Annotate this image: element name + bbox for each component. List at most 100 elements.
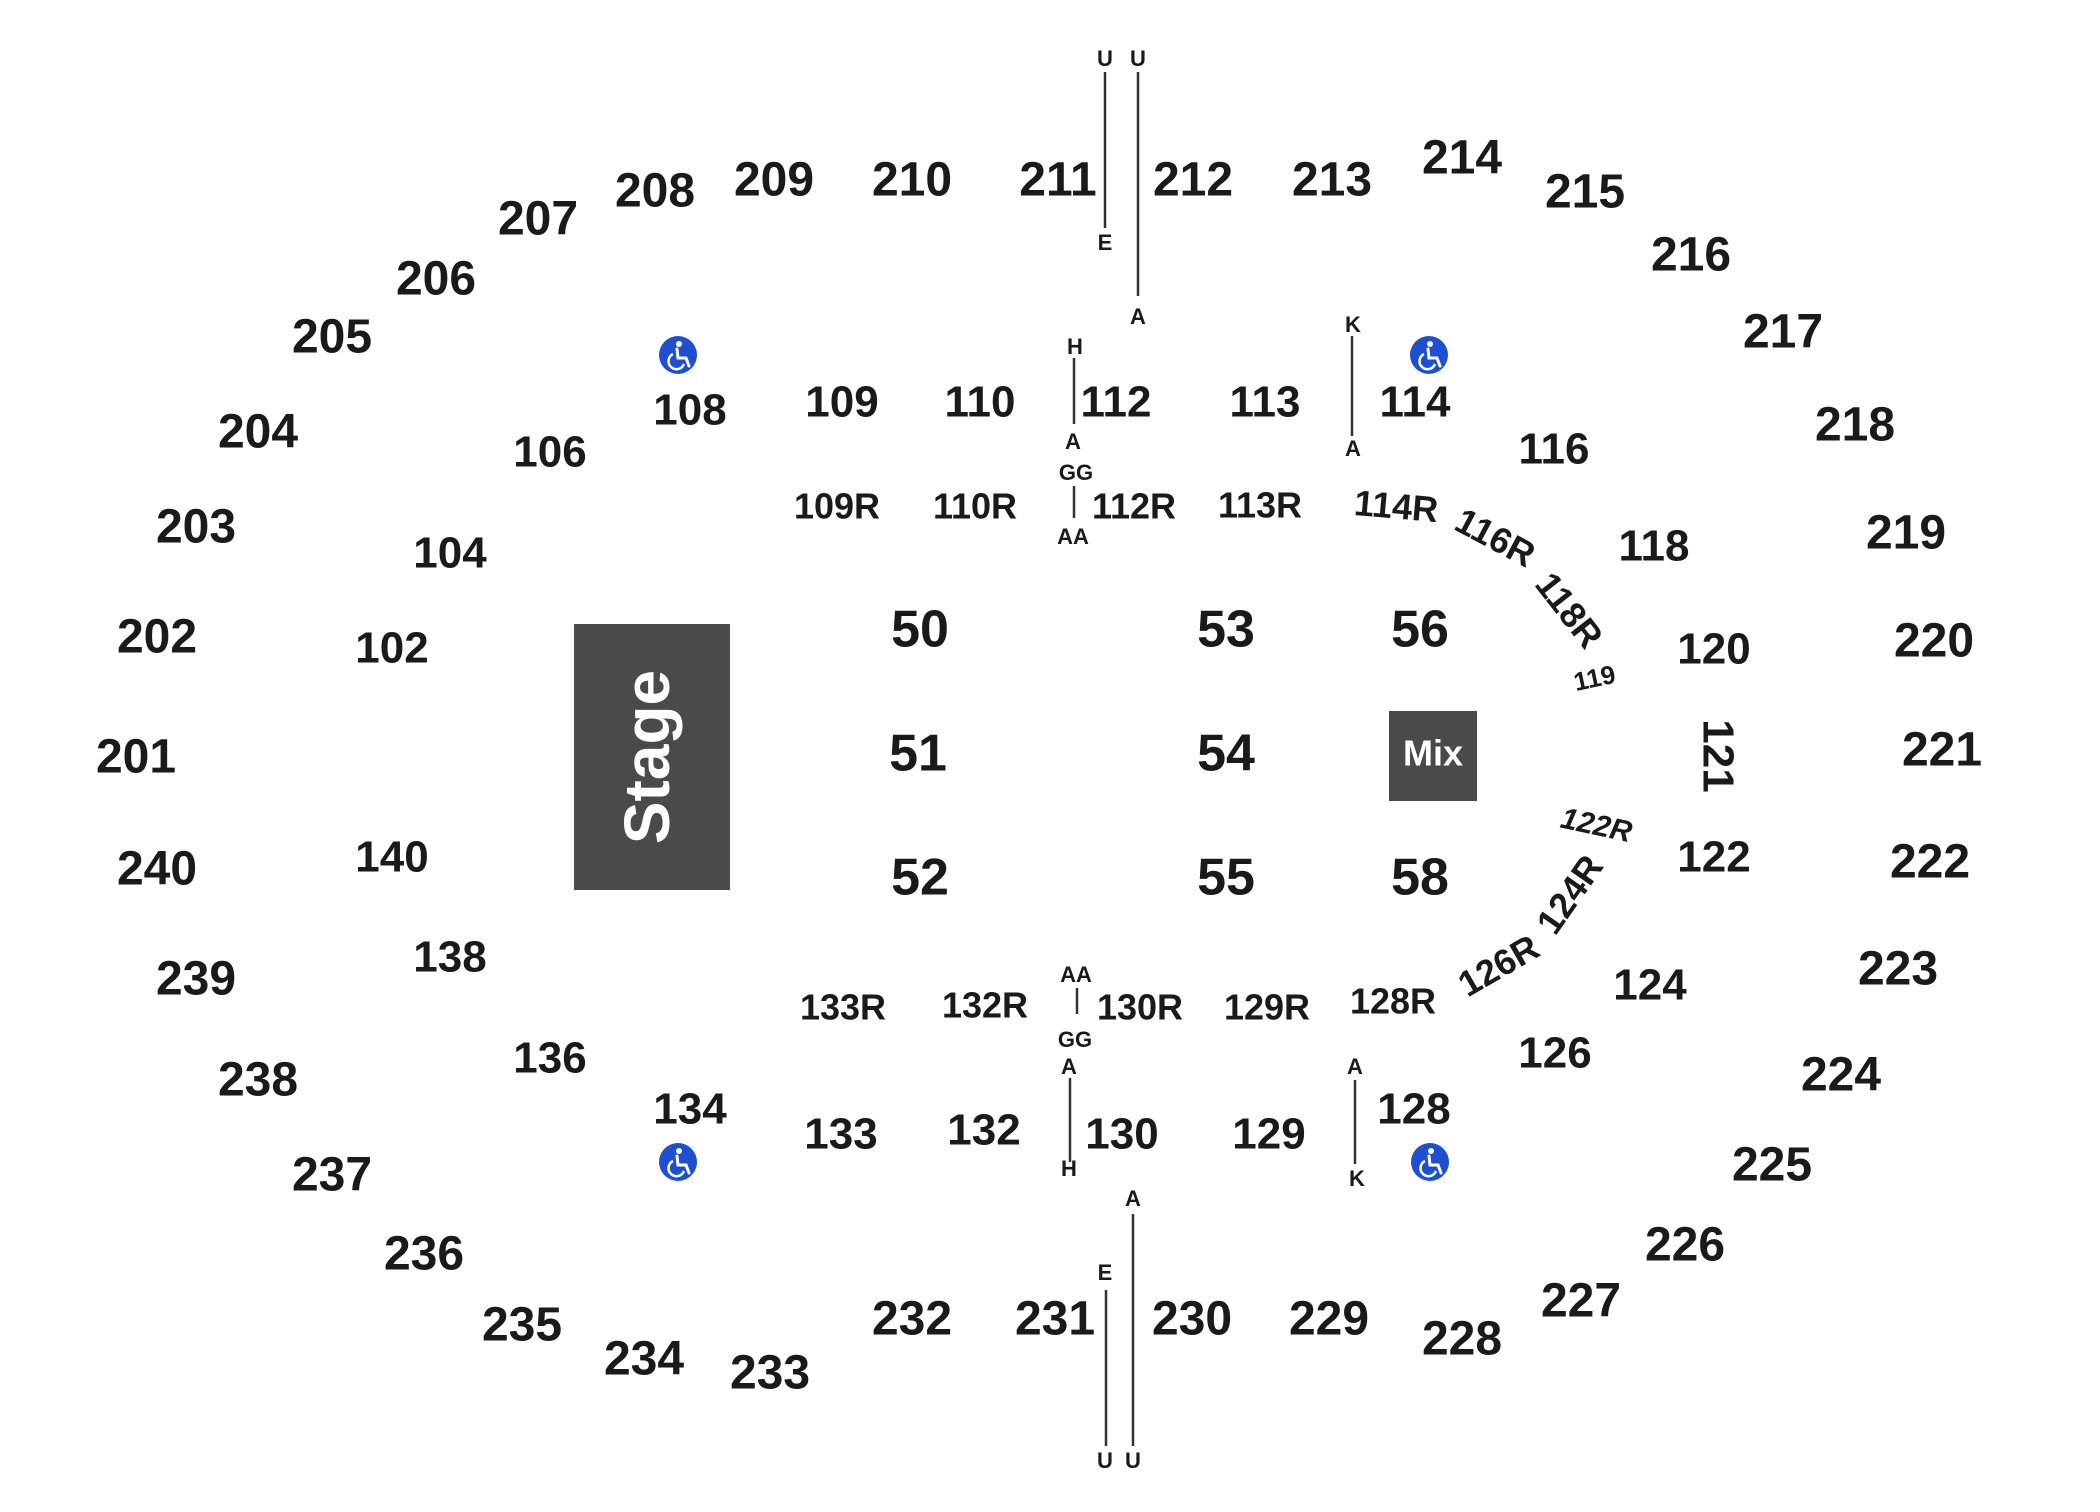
section-233[interactable]: 233 — [730, 1347, 810, 1400]
section-227[interactable]: 227 — [1541, 1275, 1621, 1328]
section-130[interactable]: 130 — [1085, 1110, 1158, 1159]
section-219[interactable]: 219 — [1866, 507, 1946, 560]
section-222[interactable]: 222 — [1890, 836, 1970, 889]
section-224[interactable]: 224 — [1801, 1049, 1881, 1102]
section-134[interactable]: 134 — [653, 1085, 727, 1134]
section-231[interactable]: 231 — [1015, 1293, 1095, 1346]
section-208[interactable]: 208 — [615, 165, 695, 218]
wheelchair-icon — [1411, 1143, 1449, 1181]
section-55[interactable]: 55 — [1197, 849, 1255, 907]
section-132[interactable]: 132 — [947, 1106, 1020, 1155]
section-126R[interactable]: 126R — [1451, 926, 1546, 1005]
section-230[interactable]: 230 — [1152, 1293, 1232, 1346]
section-203[interactable]: 203 — [156, 501, 236, 554]
section-226[interactable]: 226 — [1645, 1219, 1725, 1272]
section-106[interactable]: 106 — [513, 428, 586, 477]
section-204[interactable]: 204 — [218, 406, 298, 459]
section-128R[interactable]: 128R — [1350, 981, 1436, 1022]
row-marker: U — [1097, 1448, 1113, 1473]
row-marker: U — [1097, 46, 1113, 71]
accessibility-markers — [659, 336, 1449, 1181]
section-116R[interactable]: 116R — [1449, 500, 1542, 576]
section-118R[interactable]: 118R — [1527, 564, 1611, 655]
section-126[interactable]: 126 — [1518, 1029, 1591, 1078]
section-212[interactable]: 212 — [1153, 154, 1233, 207]
section-112[interactable]: 112 — [1081, 378, 1152, 427]
section-128[interactable]: 128 — [1377, 1085, 1450, 1134]
section-129R[interactable]: 129R — [1224, 987, 1310, 1028]
section-217[interactable]: 217 — [1743, 306, 1823, 359]
section-238[interactable]: 238 — [218, 1054, 298, 1107]
section-218[interactable]: 218 — [1815, 399, 1895, 452]
section-211[interactable]: 211 — [1019, 154, 1096, 207]
section-232[interactable]: 232 — [872, 1293, 952, 1346]
section-130R[interactable]: 130R — [1097, 987, 1183, 1028]
section-205[interactable]: 205 — [292, 311, 372, 364]
section-110[interactable]: 110 — [945, 378, 1016, 427]
section-124R[interactable]: 124R — [1528, 847, 1611, 941]
section-234[interactable]: 234 — [604, 1333, 684, 1386]
section-108[interactable]: 108 — [653, 386, 726, 435]
section-50[interactable]: 50 — [891, 601, 949, 659]
section-122R[interactable]: 122R — [1558, 802, 1635, 849]
section-237[interactable]: 237 — [292, 1149, 372, 1202]
section-109[interactable]: 109 — [805, 378, 878, 427]
section-133R[interactable]: 133R — [800, 987, 886, 1028]
section-102[interactable]: 102 — [355, 624, 428, 673]
section-206[interactable]: 206 — [396, 253, 476, 306]
section-214[interactable]: 214 — [1422, 132, 1502, 185]
section-220[interactable]: 220 — [1894, 615, 1974, 668]
upper-level-sections: 201 202 203 204 205 206 207 208 209 210 … — [96, 132, 1982, 1400]
section-122[interactable]: 122 — [1677, 833, 1750, 882]
row-marker: A — [1345, 436, 1361, 461]
section-140[interactable]: 140 — [355, 833, 428, 882]
section-53[interactable]: 53 — [1197, 601, 1255, 659]
section-58[interactable]: 58 — [1391, 849, 1449, 907]
section-129[interactable]: 129 — [1232, 1110, 1305, 1159]
section-216[interactable]: 216 — [1651, 229, 1731, 282]
section-119[interactable]: 119 — [1571, 659, 1618, 697]
section-239[interactable]: 239 — [156, 953, 236, 1006]
section-201[interactable]: 201 — [96, 731, 176, 784]
section-52[interactable]: 52 — [891, 849, 949, 907]
section-215[interactable]: 215 — [1545, 166, 1625, 219]
section-114R[interactable]: 114R — [1353, 482, 1440, 530]
section-228[interactable]: 228 — [1422, 1313, 1502, 1366]
section-235[interactable]: 235 — [482, 1299, 562, 1352]
section-56[interactable]: 56 — [1391, 601, 1449, 659]
section-132R[interactable]: 132R — [942, 985, 1028, 1026]
section-223[interactable]: 223 — [1858, 943, 1938, 996]
section-118[interactable]: 118 — [1619, 522, 1690, 571]
section-202[interactable]: 202 — [117, 611, 197, 664]
section-138[interactable]: 138 — [413, 933, 486, 982]
wheelchair-icon — [1410, 336, 1448, 374]
section-236[interactable]: 236 — [384, 1228, 464, 1281]
section-110R[interactable]: 110R — [933, 486, 1017, 527]
section-120[interactable]: 120 — [1677, 625, 1750, 674]
row-marker: U — [1125, 1448, 1141, 1473]
aisle-lines — [1068, 72, 1357, 1446]
section-116[interactable]: 116 — [1519, 425, 1590, 474]
section-112R[interactable]: 112R — [1092, 486, 1176, 527]
section-51[interactable]: 51 — [889, 725, 947, 783]
section-54[interactable]: 54 — [1197, 725, 1255, 783]
section-109R[interactable]: 109R — [794, 486, 880, 527]
section-114[interactable]: 114 — [1380, 378, 1452, 427]
section-113[interactable]: 113 — [1230, 378, 1301, 427]
section-113R[interactable]: 113R — [1218, 485, 1302, 526]
section-124[interactable]: 124 — [1613, 961, 1687, 1010]
section-209[interactable]: 209 — [734, 154, 814, 207]
section-229[interactable]: 229 — [1289, 1293, 1369, 1346]
section-207[interactable]: 207 — [498, 193, 578, 246]
section-221[interactable]: 221 — [1902, 724, 1982, 777]
floor-sections: 50 51 52 53 54 55 56 58 — [889, 601, 1449, 907]
section-104[interactable]: 104 — [413, 529, 487, 578]
section-240[interactable]: 240 — [117, 843, 197, 896]
section-136[interactable]: 136 — [513, 1034, 586, 1083]
wheelchair-icon — [659, 336, 697, 374]
section-225[interactable]: 225 — [1732, 1139, 1812, 1192]
section-121[interactable]: 121 — [1693, 719, 1742, 792]
section-133[interactable]: 133 — [804, 1110, 877, 1159]
section-210[interactable]: 210 — [872, 154, 952, 207]
section-213[interactable]: 213 — [1292, 154, 1372, 207]
